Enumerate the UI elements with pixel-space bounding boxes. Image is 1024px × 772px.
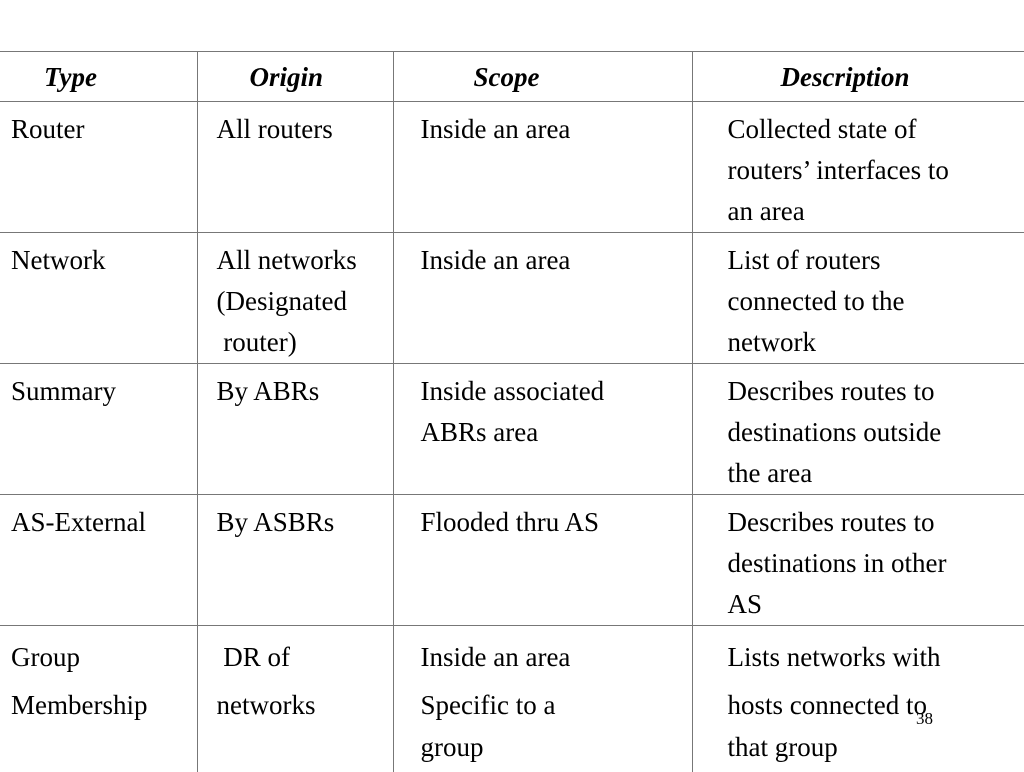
cell-origin: By ABRs — [197, 364, 393, 495]
cell-line: Router — [11, 109, 197, 150]
cell-origin: DR of networks — [197, 626, 393, 772]
cell-scope: Inside an area — [393, 233, 692, 364]
table-row: AS-External By ASBRs Flooded thru AS Des… — [0, 495, 1024, 626]
cell-line: router) — [217, 322, 393, 363]
cell-line: By ABRs — [217, 371, 393, 412]
cell-line: network — [728, 322, 1024, 363]
cell-line: Flooded thru AS — [421, 502, 692, 543]
cell-description: Lists networks with hosts connected to t… — [692, 626, 1024, 772]
cell-line: AS — [728, 584, 1024, 625]
cell-line: DR of — [217, 633, 393, 681]
cell-line: Membership — [11, 681, 197, 729]
cell-type: Group Membership — [0, 626, 197, 772]
cell-line: By ASBRs — [217, 502, 393, 543]
cell-line: Specific to a — [421, 681, 692, 729]
cell-line: connected to the — [728, 281, 1024, 322]
cell-scope: Inside associated ABRs area — [393, 364, 692, 495]
cell-line: destinations outside — [728, 412, 1024, 453]
cell-line: List of routers — [728, 240, 1024, 281]
cell-line: Network — [11, 240, 197, 281]
cell-type: AS-External — [0, 495, 197, 626]
cell-line: (Designated — [217, 281, 393, 322]
cell-type: Summary — [0, 364, 197, 495]
table-row: Summary By ABRs Inside associated ABRs a… — [0, 364, 1024, 495]
cell-origin: By ASBRs — [197, 495, 393, 626]
cell-line: Collected state of — [728, 109, 1024, 150]
cell-line: Inside an area — [421, 240, 692, 281]
cell-type: Network — [0, 233, 197, 364]
cell-description: Collected state of routers’ interfaces t… — [692, 102, 1024, 233]
cell-line: routers’ interfaces to — [728, 150, 1024, 191]
lsa-types-table: Type Origin Scope Description Router All… — [0, 51, 1024, 772]
cell-line: hosts connected to — [728, 681, 1024, 729]
header-type: Type — [0, 52, 197, 102]
cell-line: Group — [11, 633, 197, 681]
cell-line: group — [421, 729, 692, 765]
cell-line: destinations in other — [728, 543, 1024, 584]
cell-description: Describes routes to destinations in othe… — [692, 495, 1024, 626]
cell-line: the area — [728, 453, 1024, 494]
cell-line: Describes routes to — [728, 502, 1024, 543]
cell-line: that group — [728, 729, 1024, 765]
header-description: Description — [692, 52, 1024, 102]
table-header-row: Type Origin Scope Description — [0, 52, 1024, 102]
cell-line: All networks — [217, 240, 393, 281]
table-row: Network All networks (Designated router)… — [0, 233, 1024, 364]
cell-type: Router — [0, 102, 197, 233]
cell-scope: Inside an area Specific to a group — [393, 626, 692, 772]
cell-line: Inside an area — [421, 109, 692, 150]
cell-line: networks — [217, 681, 393, 729]
slide-number: 38 — [916, 709, 933, 729]
cell-description: Describes routes to destinations outside… — [692, 364, 1024, 495]
cell-origin: All routers — [197, 102, 393, 233]
cell-line: ABRs area — [421, 412, 692, 453]
cell-line: an area — [728, 191, 1024, 232]
header-scope: Scope — [393, 52, 692, 102]
cell-scope: Inside an area — [393, 102, 692, 233]
cell-line: Inside an area — [421, 633, 692, 681]
cell-line: Describes routes to — [728, 371, 1024, 412]
cell-description: List of routers connected to the network — [692, 233, 1024, 364]
cell-line: Inside associated — [421, 371, 692, 412]
cell-origin: All networks (Designated router) — [197, 233, 393, 364]
cell-scope: Flooded thru AS — [393, 495, 692, 626]
table-row: Router All routers Inside an area Collec… — [0, 102, 1024, 233]
header-origin: Origin — [197, 52, 393, 102]
cell-line: Lists networks with — [728, 633, 1024, 681]
table-row: Group Membership DR of networks Inside a… — [0, 626, 1024, 772]
cell-line: Summary — [11, 371, 197, 412]
cell-line: All routers — [217, 109, 393, 150]
cell-line: AS-External — [11, 502, 197, 543]
